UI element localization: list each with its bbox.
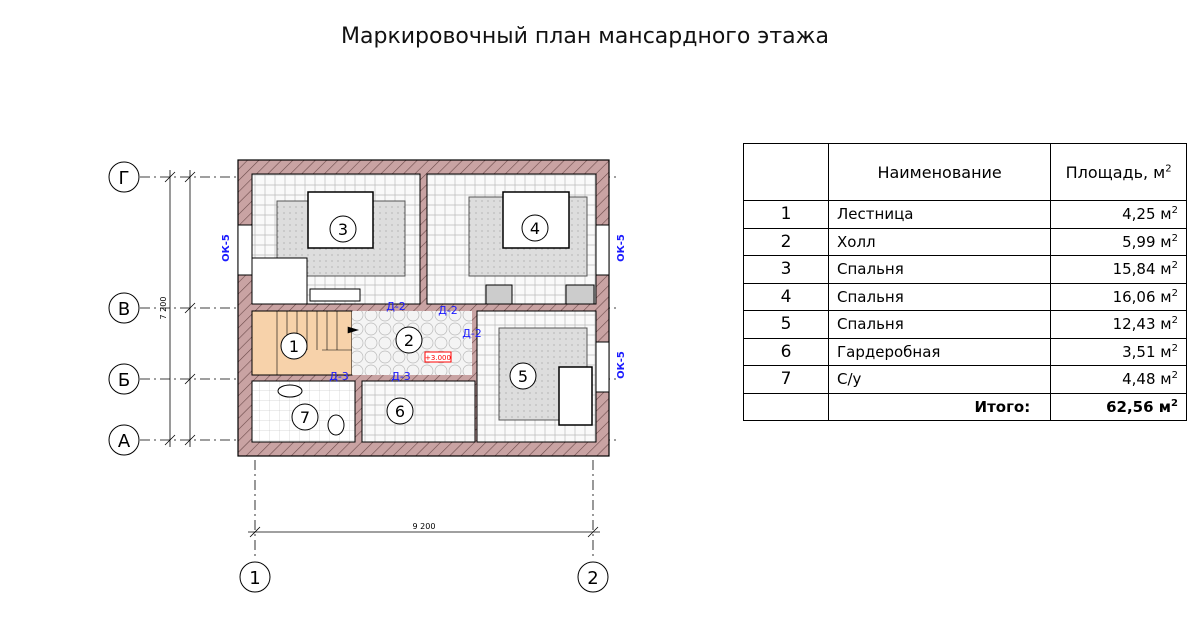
axis-label-2: 2 [587,568,598,589]
header-area: Площадь, м2 [1050,143,1187,201]
table-row: 7 С/у 4,48 м2 [742,365,1187,394]
total-label: Итого: [828,392,1052,421]
room-number: 7 [300,408,310,427]
axis-label-1: 1 [249,568,260,589]
toilet-icon [327,414,345,436]
window-label: ОК-5 [221,234,232,262]
table-row: 5 Спальня 12,43 м2 [742,310,1187,339]
door-label: Д-3 [329,370,349,383]
room-number: 6 [395,402,405,421]
row-number: 4 [742,282,830,311]
dimension-lines [164,170,600,538]
room-name: С/у [828,365,1052,394]
row-number: 1 [742,200,830,229]
axis-label-v: В [118,299,130,320]
room-area: 4,25 м2 [1050,200,1187,229]
axis-label-b: Б [118,370,130,391]
room-name: Спальня [828,282,1052,311]
bed-room-5 [558,366,593,426]
room-area: 5,99 м2 [1050,227,1187,256]
table-row: 3 Спальня 15,84 м2 [742,255,1187,284]
room-area: 3,51 м2 [1050,337,1187,366]
total-value: 62,56 м2 [1050,392,1187,421]
stair-treads [276,311,360,375]
room-name: Гардеробная [828,337,1052,366]
room-name: Спальня [828,310,1052,339]
door-label: Д-3 [391,370,411,383]
table-total-row: Итого: 62,56 м2 [742,392,1187,421]
windows [237,224,610,393]
room-name: Лестница [828,200,1052,229]
table-row: 6 Гардеробная 3,51 м2 [742,337,1187,366]
cabinet [565,284,595,305]
room-6-floor [361,380,476,443]
door-label: Д-2 [438,304,458,317]
window-label: ОК-5 [616,351,627,379]
axis-label-g: Г [119,168,130,189]
dresser [309,288,361,302]
area-table: Наименование Площадь, м2 1 Лестница 4,25… [742,143,1187,421]
window-label: ОК-5 [616,234,627,262]
door-label: Д-2 [386,300,406,313]
room-area: 4,48 м2 [1050,365,1187,394]
axis-label-a: А [118,431,131,452]
room-area: 16,06 м2 [1050,282,1187,311]
table-row: 1 Лестница 4,25 м2 [742,200,1187,229]
dimension-horizontal: 9 200 [413,522,436,531]
row-number: 2 [742,227,830,256]
table-header: Наименование Площадь, м2 [742,143,1187,201]
desk [251,257,308,305]
level-mark [424,351,452,363]
table-row: 4 Спальня 16,06 м2 [742,282,1187,311]
row-number: 7 [742,365,830,394]
table-row: 2 Холл 5,99 м2 [742,227,1187,256]
page-title: Маркировочный план мансардного этажа [341,24,829,49]
room-number: 1 [289,337,299,356]
door-label: Д-2 [462,327,482,340]
row-number: 3 [742,255,830,284]
cabinet [485,284,513,305]
row-number: 5 [742,310,830,339]
room-number: 3 [338,220,348,239]
room-number: 2 [404,331,414,350]
room-name: Спальня [828,255,1052,284]
row-number: 6 [742,337,830,366]
level-mark-text: +3.000 [425,354,451,362]
room-number: 5 [518,367,528,386]
room-number: 4 [530,219,540,238]
room-area: 15,84 м2 [1050,255,1187,284]
header-name: Наименование [828,143,1052,201]
room-name: Холл [828,227,1052,256]
dimension-vertical: 7 200 [159,297,168,320]
sink-icon [277,384,303,398]
room-area: 12,43 м2 [1050,310,1187,339]
